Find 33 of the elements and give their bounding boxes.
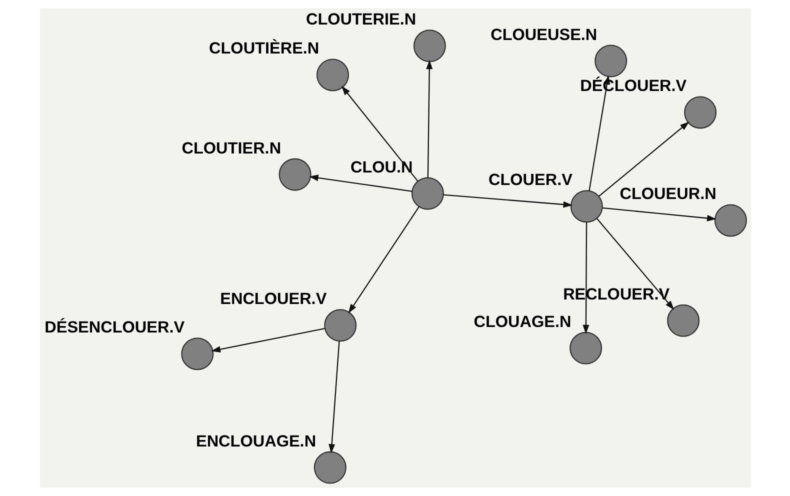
node-circle <box>410 177 444 210</box>
node-label: CLOUTIÈRE.N <box>208 40 319 58</box>
node-label: CLOUEUSE.N <box>490 26 597 44</box>
node-label: CLOUTIER.N <box>181 139 281 158</box>
arrow <box>308 174 412 192</box>
node-label: CLOUEUR.N <box>619 185 716 204</box>
arrow <box>341 86 418 182</box>
node-circle <box>570 190 602 223</box>
node-label: CLOUTERIE.N <box>305 10 416 29</box>
arrow <box>210 328 324 353</box>
arrow <box>426 60 432 178</box>
arrow <box>348 206 419 314</box>
node-circle <box>412 30 446 62</box>
node-circle <box>313 451 346 484</box>
node-circle <box>278 158 311 191</box>
node-label: CLOUER.V <box>488 171 572 190</box>
node-label: DÉSENCLOUER.V <box>44 318 184 337</box>
node-circle <box>180 338 214 370</box>
arrow <box>582 222 589 334</box>
node-circle <box>569 332 602 364</box>
node-circle <box>714 204 746 237</box>
node-circle <box>324 309 356 342</box>
node-label: CLOUAGE.N <box>473 312 571 331</box>
node-circle <box>594 44 627 78</box>
node-circle <box>684 96 716 129</box>
node-label: ENCLOUER.V <box>220 290 326 308</box>
arrow <box>442 194 572 208</box>
node-circle <box>316 58 348 92</box>
node-circle <box>666 304 700 337</box>
node-label: ENCLOUAGE.N <box>195 432 316 450</box>
arrow <box>328 341 340 454</box>
arrow <box>602 207 716 222</box>
arrow <box>598 122 689 197</box>
